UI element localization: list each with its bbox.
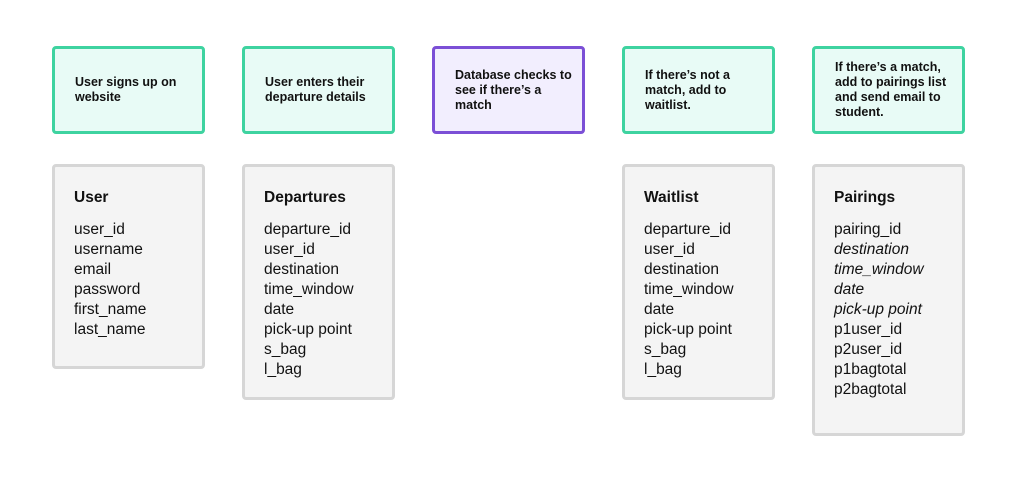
departures-field: destination	[264, 261, 339, 278]
waitlist-field: destination	[644, 261, 719, 278]
pairings-field: pick-up point	[834, 301, 922, 318]
user-table-title: User	[74, 189, 109, 206]
pairings-field: p1bagtotal	[834, 361, 907, 378]
step-signup-text: User signs up on website	[75, 75, 177, 104]
step-departure-box: User enters their departure details	[242, 46, 395, 134]
waitlist-table-fields: departure_id user_id destination time_wi…	[644, 220, 762, 380]
departures-field: date	[264, 301, 295, 318]
pairings-table-title: Pairings	[834, 189, 896, 206]
departures-table: Departures departure_id user_id destinat…	[242, 164, 395, 400]
user-field: first_name	[74, 301, 147, 318]
departures-field: pick-up point	[264, 321, 352, 338]
step-pairing-text: If there’s a match, add to pairings list…	[835, 60, 947, 119]
step-match-check-box: Database checks to see if there’s a matc…	[432, 46, 585, 134]
pairings-field: p2user_id	[834, 341, 903, 358]
departures-table-fields: departure_id user_id destination time_wi…	[264, 220, 382, 380]
step-waitlist-box: If there’s not a match, add to waitlist.	[622, 46, 775, 134]
step-signup-box: User signs up on website	[52, 46, 205, 134]
waitlist-table-title: Waitlist	[644, 189, 699, 206]
waitlist-field: time_window	[644, 281, 734, 298]
user-table-fields: user_id username email password first_na…	[74, 220, 192, 340]
pairings-field: time_window	[834, 261, 924, 278]
waitlist-field: user_id	[644, 241, 695, 258]
user-field: username	[74, 241, 143, 258]
pairings-field: p1user_id	[834, 321, 903, 338]
user-field: last_name	[74, 321, 146, 338]
departures-field: time_window	[264, 281, 354, 298]
pairings-field: p2bagtotal	[834, 381, 907, 398]
waitlist-field: s_bag	[644, 341, 687, 358]
step-match-check-text: Database checks to see if there’s a matc…	[455, 67, 572, 112]
waitlist-field: pick-up point	[644, 321, 732, 338]
pairings-field: pairing_id	[834, 221, 902, 238]
pairings-table: Pairings pairing_id destination time_win…	[812, 164, 965, 436]
pairings-table-fields: pairing_id destination time_window date …	[834, 220, 952, 400]
user-field: user_id	[74, 221, 125, 238]
waitlist-field: l_bag	[644, 361, 682, 378]
departures-field: departure_id	[264, 221, 352, 238]
departures-table-title: Departures	[264, 189, 346, 206]
waitlist-field: departure_id	[644, 221, 732, 238]
departures-field: l_bag	[264, 361, 302, 378]
waitlist-table: Waitlist departure_id user_id destinatio…	[622, 164, 775, 400]
waitlist-field: date	[644, 301, 675, 318]
step-departure-text: User enters their departure details	[265, 75, 366, 104]
departures-field: s_bag	[264, 341, 307, 358]
pairings-field: destination	[834, 241, 909, 258]
user-table: User user_id username email password fir…	[52, 164, 205, 369]
user-field: email	[74, 261, 112, 278]
pairings-field: date	[834, 281, 865, 298]
step-waitlist-text: If there’s not a match, add to waitlist.	[645, 67, 730, 112]
departures-field: user_id	[264, 241, 315, 258]
step-pairing-box: If there’s a match, add to pairings list…	[812, 46, 965, 134]
user-field: password	[74, 281, 141, 298]
